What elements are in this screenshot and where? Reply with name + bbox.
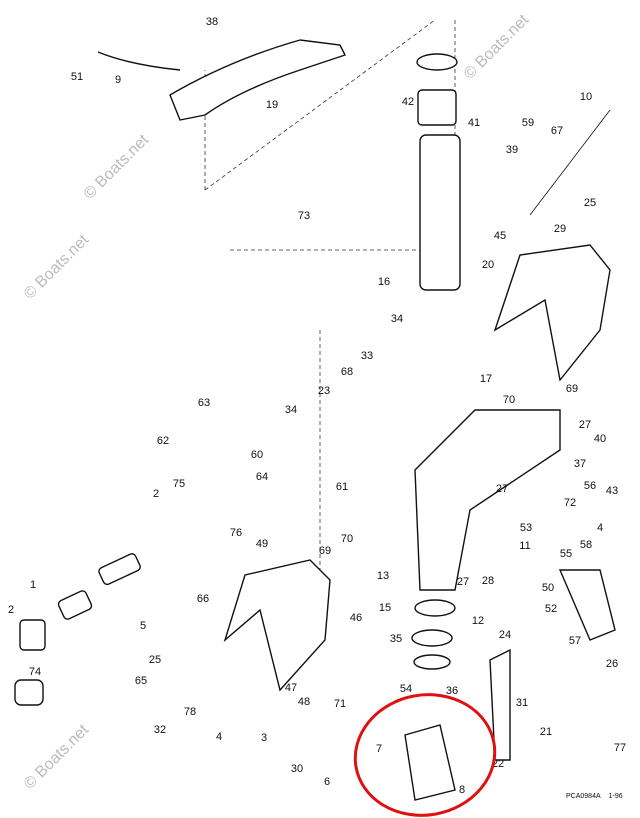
callout-33: 33 — [361, 350, 373, 362]
part-45-bracket — [493, 244, 611, 382]
callout-24: 24 — [499, 629, 511, 641]
callout-23: 23 — [318, 385, 330, 397]
callout-9: 9 — [115, 74, 121, 86]
callout-25: 25 — [149, 654, 161, 666]
callout-69: 69 — [566, 383, 578, 395]
part-drawings — [14, 19, 616, 801]
callout-16: 16 — [378, 276, 390, 288]
callout-70: 70 — [503, 394, 515, 406]
callout-56: 56 — [584, 480, 596, 492]
callout-29: 29 — [554, 223, 566, 235]
callout-53: 53 — [520, 522, 532, 534]
highlight-circle — [353, 693, 497, 817]
callout-15: 15 — [379, 602, 391, 614]
callout-59: 59 — [522, 117, 534, 129]
callout-32: 32 — [154, 724, 166, 736]
part-16-tube — [419, 134, 461, 291]
callout-8: 8 — [459, 784, 465, 796]
callout-49: 49 — [256, 538, 268, 550]
callout-6: 6 — [324, 776, 330, 788]
callout-21: 21 — [540, 726, 552, 738]
callout-62: 62 — [157, 435, 169, 447]
callout-2: 2 — [8, 604, 14, 616]
callout-30: 30 — [291, 763, 303, 775]
callout-78: 78 — [184, 706, 196, 718]
callout-73: 73 — [298, 210, 310, 222]
callout-27: 27 — [579, 419, 591, 431]
callout-37: 37 — [574, 458, 586, 470]
callout-69: 69 — [319, 545, 331, 557]
watermark-text: © Boats.net — [21, 721, 93, 793]
callout-5: 5 — [140, 620, 146, 632]
callout-41: 41 — [468, 117, 480, 129]
callout-27: 27 — [457, 576, 469, 588]
callout-48: 48 — [298, 696, 310, 708]
callout-65: 65 — [135, 675, 147, 687]
callout-50: 50 — [542, 582, 554, 594]
part-49-bracket — [223, 559, 331, 692]
callout-19: 19 — [266, 99, 278, 111]
callout-34: 34 — [285, 404, 297, 416]
callout-71: 71 — [334, 698, 346, 710]
callout-36: 36 — [446, 685, 458, 697]
callout-57: 57 — [569, 635, 581, 647]
callout-3: 3 — [261, 732, 267, 744]
watermark-text: © Boats.net — [81, 131, 153, 203]
callout-38: 38 — [206, 16, 218, 28]
callout-13: 13 — [377, 570, 389, 582]
part-8 — [404, 724, 456, 801]
callout-11: 11 — [519, 540, 530, 552]
callout-1: 1 — [30, 579, 36, 591]
callout-43: 43 — [606, 485, 618, 497]
callout-7: 7 — [376, 743, 382, 755]
callout-40: 40 — [594, 433, 606, 445]
callout-45: 45 — [494, 230, 506, 242]
part-19-bracket — [169, 39, 346, 121]
callout-47: 47 — [285, 682, 297, 694]
callout-2: 2 — [153, 488, 159, 500]
callout-20: 20 — [482, 259, 494, 271]
callout-75: 75 — [173, 478, 185, 490]
callout-70: 70 — [341, 533, 353, 545]
callout-58: 58 — [580, 539, 592, 551]
callout-63: 63 — [198, 397, 210, 409]
callout-35: 35 — [390, 633, 402, 645]
callout-4: 4 — [216, 731, 222, 743]
callout-26: 26 — [606, 658, 618, 670]
callout-27: 27 — [496, 483, 508, 495]
callout-66: 66 — [197, 593, 209, 605]
callout-67: 67 — [551, 125, 563, 137]
callout-34: 34 — [391, 313, 403, 325]
callout-12: 12 — [472, 615, 484, 627]
callout-42: 42 — [402, 96, 414, 108]
callout-64: 64 — [256, 471, 268, 483]
watermark-text: © Boats.net — [21, 231, 93, 303]
callout-52: 52 — [545, 603, 557, 615]
callout-28: 28 — [482, 575, 494, 587]
callout-74: 74 — [29, 666, 41, 678]
drawing-code: PCA0984A — [566, 793, 601, 800]
callout-46: 46 — [350, 612, 362, 624]
watermark-text: © Boats.net — [461, 11, 533, 83]
callout-55: 55 — [560, 548, 572, 560]
callout-39: 39 — [506, 144, 518, 156]
callout-25: 25 — [584, 197, 596, 209]
callout-61: 61 — [336, 481, 348, 493]
callout-77: 77 — [614, 742, 626, 754]
part-13-swivel — [414, 409, 561, 591]
callout-17: 17 — [480, 373, 492, 385]
callout-68: 68 — [341, 366, 353, 378]
callout-51: 51 — [71, 71, 83, 83]
callout-72: 72 — [564, 497, 576, 509]
callout-31: 31 — [516, 697, 528, 709]
callout-60: 60 — [251, 449, 263, 461]
callout-76: 76 — [230, 527, 242, 539]
drawing-date: 1-96 — [608, 793, 623, 800]
callout-4: 4 — [597, 522, 603, 534]
drawing-footer: PCA0984A 1-96 — [566, 793, 631, 800]
callout-54: 54 — [400, 683, 412, 695]
callout-10: 10 — [580, 91, 592, 103]
